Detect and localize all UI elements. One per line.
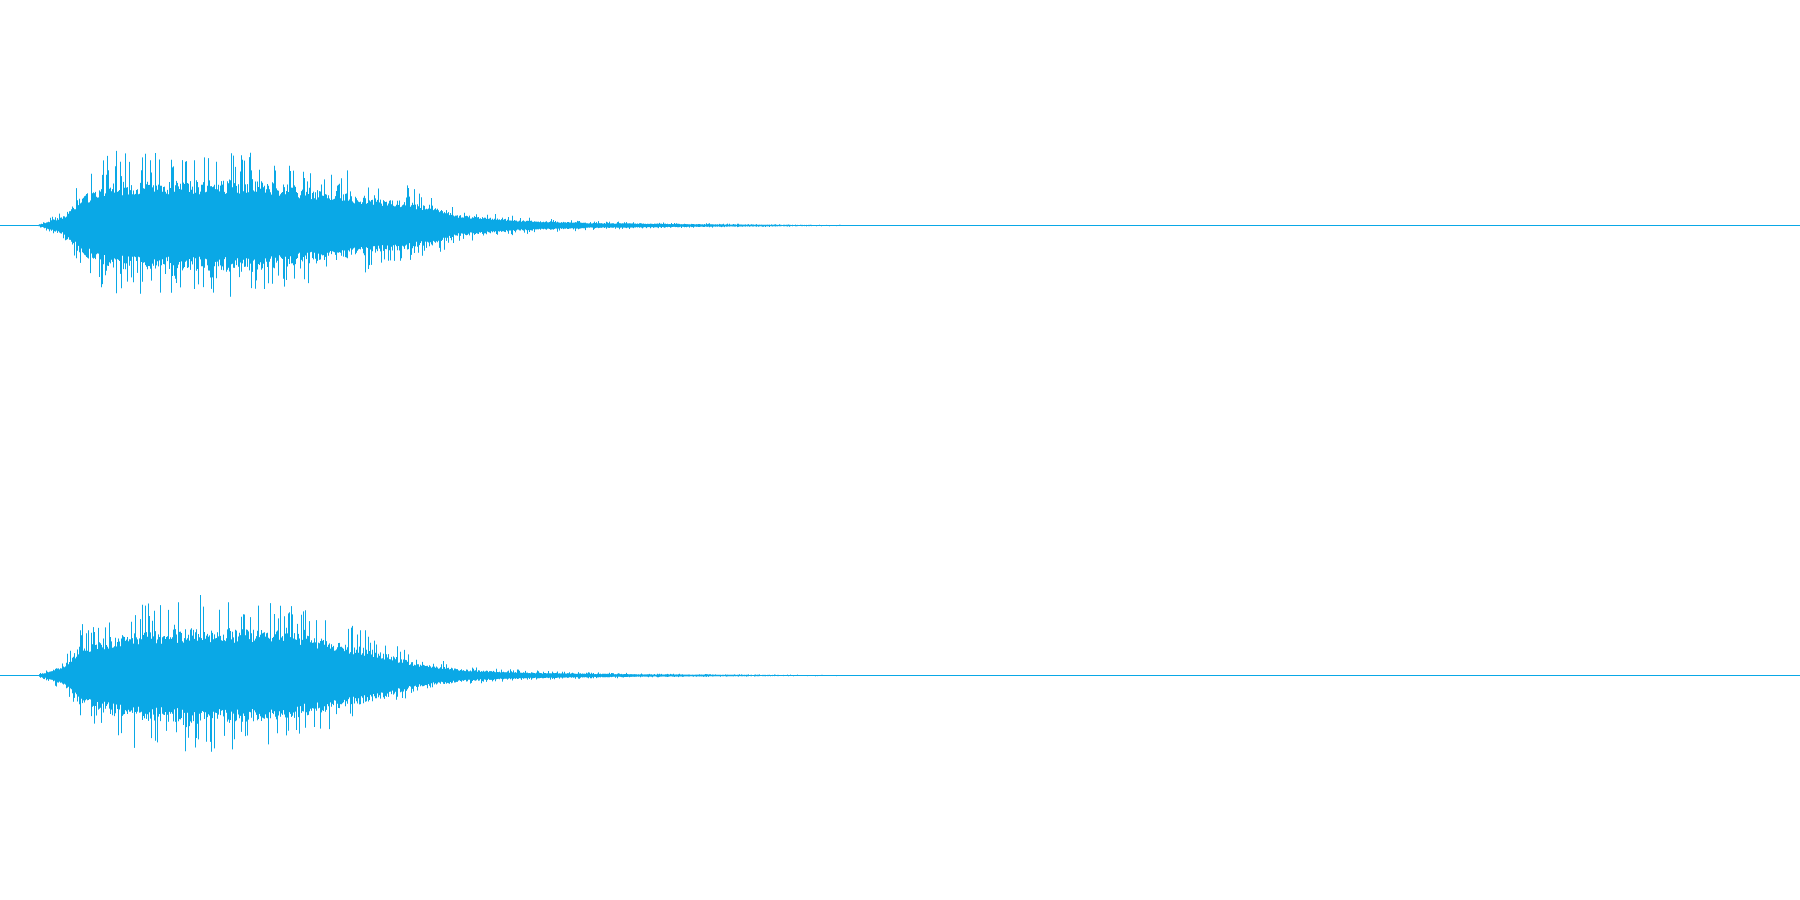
channel-1-waveform: [37, 150, 1176, 297]
channel-1-track: [0, 150, 1800, 297]
channel-2-track: [0, 595, 1800, 752]
channel-2-waveform: [37, 595, 1176, 752]
